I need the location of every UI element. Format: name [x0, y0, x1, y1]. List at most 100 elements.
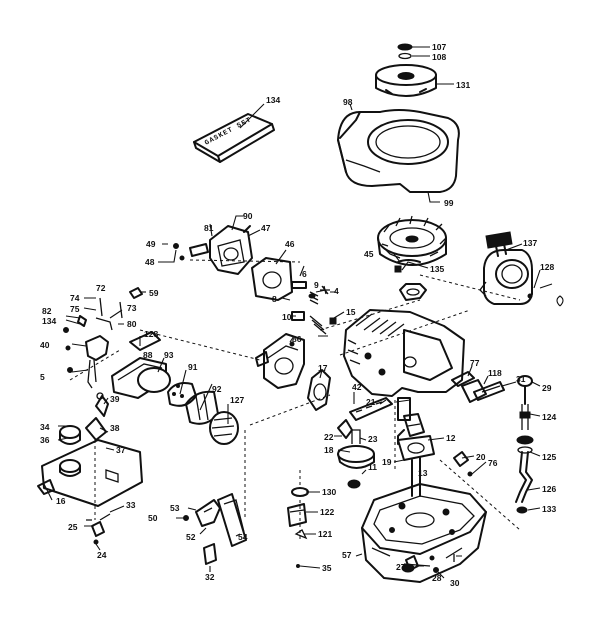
callout: 22 [324, 432, 334, 442]
callout: 130 [322, 487, 336, 497]
muffler-guard [451, 371, 505, 403]
carb-gasket [251, 257, 293, 301]
blower-housing [337, 109, 460, 203]
callout: 11 [368, 462, 377, 472]
assembly-lines [69, 259, 521, 540]
callout: 17 [318, 363, 328, 373]
callout: 45 [364, 249, 374, 259]
callout: 8 [272, 294, 277, 304]
gasket-set-box: GASKET SET [193, 113, 275, 163]
callout: 88 [143, 350, 153, 360]
callout: 19 [382, 457, 392, 467]
callout: 16 [56, 496, 66, 506]
air-cleaner [111, 331, 239, 445]
callout: 34 [40, 422, 50, 432]
callout: 126 [542, 484, 556, 494]
gear-parts [307, 369, 411, 489]
callout: 72 [96, 283, 106, 293]
callout: 18 [324, 445, 334, 455]
gasket-set-label: GASKET SET [204, 116, 254, 147]
callout: 48 [145, 257, 155, 267]
callout: 75 [70, 304, 80, 314]
callout: 125 [542, 452, 556, 462]
callout: 135 [430, 264, 444, 274]
callout: 93 [164, 350, 174, 360]
governor-linkage [63, 287, 143, 389]
callout: 28 [432, 573, 442, 583]
flywheel-key [394, 265, 427, 301]
callout: 9 [314, 280, 319, 290]
callout: 5 [40, 372, 45, 382]
callout: 23 [368, 434, 378, 444]
callout: 32 [205, 572, 215, 582]
callout: 33 [126, 500, 136, 510]
callout: 57 [342, 550, 352, 560]
callout: 24 [97, 550, 107, 560]
callout: 73 [127, 303, 137, 313]
callout: 31 [516, 374, 526, 384]
callout: 124 [542, 412, 556, 422]
callout: 37 [116, 445, 126, 455]
leader-lines [43, 46, 541, 579]
callout: 36 [40, 435, 50, 445]
callout: 59 [149, 288, 159, 298]
callout: 98 [343, 97, 353, 107]
callout: 49 [146, 239, 156, 249]
crankcase-cover [361, 483, 487, 583]
callout: 128 [144, 329, 158, 339]
callout: 82 [42, 306, 52, 316]
governor-parts [37, 392, 143, 507]
callout: 122 [320, 507, 334, 517]
callout: 91 [188, 362, 198, 372]
callout: 128 [540, 262, 554, 272]
callout: 15 [346, 307, 356, 317]
callout: 134 [266, 95, 280, 105]
callout: 107 [432, 42, 446, 52]
callout: 50 [148, 513, 158, 523]
callout: 121 [318, 529, 332, 539]
callout: 38 [110, 423, 120, 433]
callout: 133 [542, 504, 556, 514]
callout: 118 [488, 368, 502, 378]
callout: 46 [285, 239, 295, 249]
drain-plug [401, 554, 455, 573]
callout: 90 [243, 211, 253, 221]
callout: 137 [523, 238, 537, 248]
dipstick [515, 375, 534, 514]
callout: 127 [230, 395, 244, 405]
callout: 30 [450, 578, 460, 588]
callout: 74 [70, 293, 80, 303]
seal-parts [287, 487, 309, 568]
callout: 77 [470, 358, 480, 368]
callout: 29 [542, 383, 552, 393]
carburetor [255, 333, 305, 389]
callout: 42 [352, 382, 362, 392]
callout: 76 [488, 458, 498, 468]
callout: 13 [418, 468, 428, 478]
callout-labels: 107 108 131 98 134 99 90 81 47 46 48 49 … [40, 42, 556, 588]
callout: 20 [476, 452, 486, 462]
callout: 12 [446, 433, 456, 443]
callout: 6 [302, 269, 307, 279]
throttle-parts [86, 493, 247, 565]
callout: 25 [68, 522, 78, 532]
flywheel [377, 215, 447, 266]
callout: 134 [42, 316, 56, 326]
callout: 52 [186, 532, 196, 542]
callout: 21 [366, 397, 376, 407]
carb-body [173, 225, 253, 275]
callout: 35 [322, 563, 332, 573]
callout: 92 [212, 384, 222, 394]
callout: 99 [444, 198, 454, 208]
callout: 53 [170, 503, 180, 513]
cylinder-block [343, 309, 465, 397]
crankshaft [397, 413, 473, 497]
callout: 86 [292, 334, 302, 344]
callout: 10 [282, 312, 292, 322]
callout: 47 [261, 223, 271, 233]
starter-pulley [375, 43, 437, 97]
callout: 27 [396, 562, 406, 572]
callout: 108 [432, 52, 446, 62]
callout: 4 [334, 286, 339, 296]
